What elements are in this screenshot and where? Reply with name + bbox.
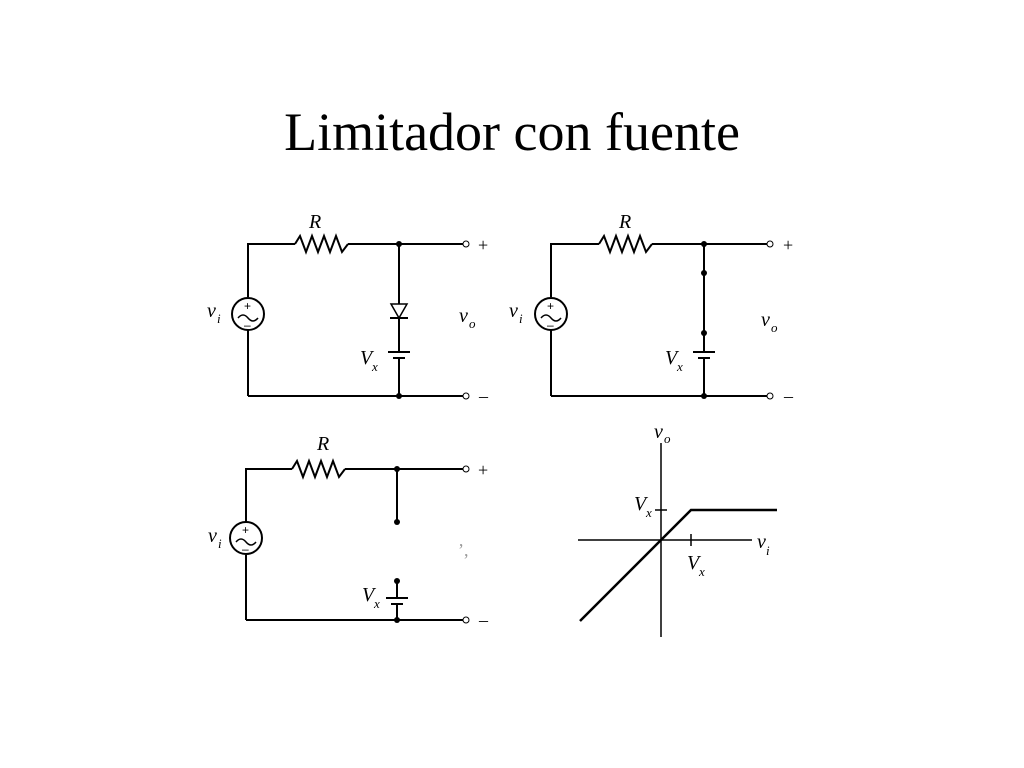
output-terminal [766, 240, 774, 248]
short-dot [701, 270, 707, 276]
ac-source [231, 297, 265, 331]
source-label: V [665, 347, 680, 369]
open-dot [394, 519, 400, 525]
wire-left-top [247, 243, 295, 297]
source-minus: – [244, 318, 251, 332]
input-label-sub: i [218, 536, 222, 551]
input-label: v [207, 300, 216, 322]
open-dot [394, 578, 400, 584]
wire-left-top [245, 468, 292, 522]
circuit-diode-limiter: + – R + – v i v o V x [207, 211, 489, 406]
resistor-zigzag [294, 233, 349, 255]
source-plus: + [244, 299, 251, 313]
output-terminal [462, 392, 470, 400]
minus-sign: – [478, 610, 489, 630]
source-label-sub: x [373, 596, 380, 611]
plus-sign: + [783, 235, 793, 255]
resistor-label: R [618, 211, 631, 233]
y-axis-label: v [654, 421, 663, 443]
ac-source [229, 521, 263, 555]
y-tick-label: V [634, 493, 649, 515]
ac-source [534, 297, 568, 331]
transfer-characteristic: v o v i V x V x [578, 421, 777, 637]
input-label: v [208, 525, 217, 547]
slide-title: Limitador con fuente [284, 102, 740, 162]
output-label: v [761, 309, 770, 331]
junction-dot [394, 617, 400, 623]
plus-sign: + [478, 235, 488, 255]
x-axis-label-sub: i [766, 543, 770, 558]
output-label-sub: o [469, 316, 476, 331]
x-tick-label: V [687, 552, 702, 574]
resistor-zigzag [291, 458, 346, 480]
input-label: v [509, 300, 518, 322]
sine-icon [235, 538, 257, 546]
source-plus: + [242, 523, 249, 537]
output-label: v [459, 305, 468, 327]
junction-dot [394, 466, 400, 472]
x-axis-label: v [757, 531, 766, 553]
sine-icon [540, 314, 562, 322]
short-dot [701, 330, 707, 336]
y-tick-label-sub: x [645, 505, 652, 520]
output-label-sub: o [771, 320, 778, 335]
circuit-diode-on: + – R + – v i v o V x [509, 211, 794, 406]
input-label-sub: i [519, 311, 523, 326]
source-label: V [362, 584, 377, 606]
junction-dot [701, 393, 707, 399]
resistor-label: R [308, 211, 321, 233]
junction-dot [396, 393, 402, 399]
plus-sign: + [478, 460, 488, 480]
junction-dot [396, 241, 402, 247]
resistor-zigzag [598, 233, 653, 255]
input-label-sub: i [217, 311, 221, 326]
minus-sign: – [478, 386, 489, 406]
junction-dot [701, 241, 707, 247]
minus-sign: – [783, 386, 794, 406]
output-terminal [462, 240, 470, 248]
source-label-sub: x [371, 359, 378, 374]
circuit-diode-off: + – R + – v i ’, V x [208, 433, 489, 630]
x-tick-label-sub: x [698, 564, 705, 579]
wire-left-top [550, 243, 599, 297]
output-terminal [766, 392, 774, 400]
source-minus: – [242, 542, 249, 556]
source-minus: – [547, 318, 554, 332]
source-label: V [360, 347, 375, 369]
resistor-label: R [316, 433, 329, 455]
diode-icon [389, 303, 409, 320]
output-terminal [462, 616, 470, 624]
output-terminal [462, 465, 470, 473]
source-plus: + [547, 299, 554, 313]
transfer-curve [579, 508, 777, 622]
y-axis-label-sub: o [664, 431, 671, 446]
sine-icon [237, 314, 259, 322]
output-label-faded: ’, [458, 540, 469, 560]
source-label-sub: x [676, 359, 683, 374]
